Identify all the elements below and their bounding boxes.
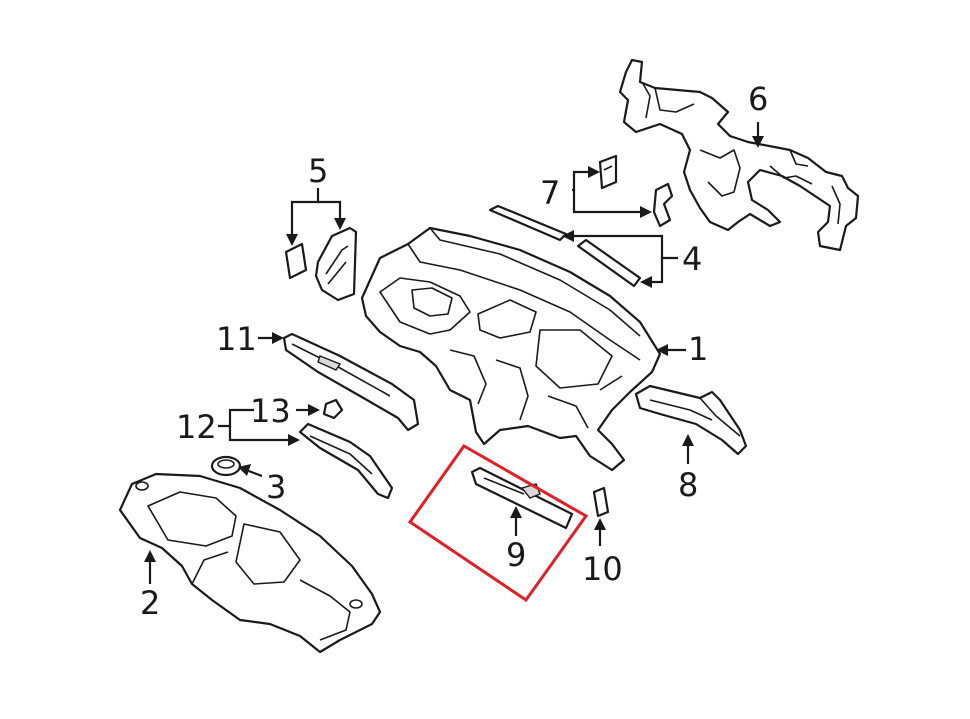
callout-1[interactable]: 1 bbox=[688, 330, 708, 368]
callout-12[interactable]: 12 bbox=[176, 408, 217, 446]
part-7-brackets[interactable] bbox=[598, 154, 674, 228]
callout-3[interactable]: 3 bbox=[266, 468, 286, 506]
part-5-side-covers[interactable] bbox=[284, 226, 358, 302]
callout-13[interactable]: 13 bbox=[250, 392, 291, 430]
callout-5[interactable]: 5 bbox=[308, 152, 328, 190]
part-1-instrument-panel[interactable] bbox=[360, 226, 662, 472]
part-4-defroster-strips[interactable] bbox=[488, 204, 642, 288]
callout-11[interactable]: 11 bbox=[216, 320, 257, 358]
callout-6[interactable]: 6 bbox=[748, 80, 768, 118]
part-3-cap[interactable] bbox=[210, 455, 242, 477]
callout-2[interactable]: 2 bbox=[140, 584, 160, 622]
callout-4[interactable]: 4 bbox=[682, 240, 702, 278]
part-13-clip[interactable] bbox=[322, 398, 344, 420]
part-6-crossbeam[interactable] bbox=[618, 58, 860, 252]
part-9-panel[interactable] bbox=[470, 466, 574, 530]
highlight-box-part-9 bbox=[407, 444, 589, 603]
part-2-lower-panel[interactable] bbox=[118, 472, 382, 654]
part-12-lower-trim[interactable] bbox=[298, 422, 394, 500]
part-11-trim-strip[interactable] bbox=[282, 332, 420, 432]
part-8-duct[interactable] bbox=[634, 384, 748, 456]
callout-7[interactable]: 7 bbox=[540, 174, 560, 212]
callout-labels: 1 2 3 4 5 6 7 8 9 10 11 12 13 bbox=[140, 80, 768, 622]
leader-lines bbox=[144, 122, 764, 584]
callout-9[interactable]: 9 bbox=[506, 536, 526, 574]
callout-10[interactable]: 10 bbox=[582, 550, 623, 588]
callout-8[interactable]: 8 bbox=[678, 466, 698, 504]
part-10-bracket[interactable] bbox=[592, 486, 610, 518]
